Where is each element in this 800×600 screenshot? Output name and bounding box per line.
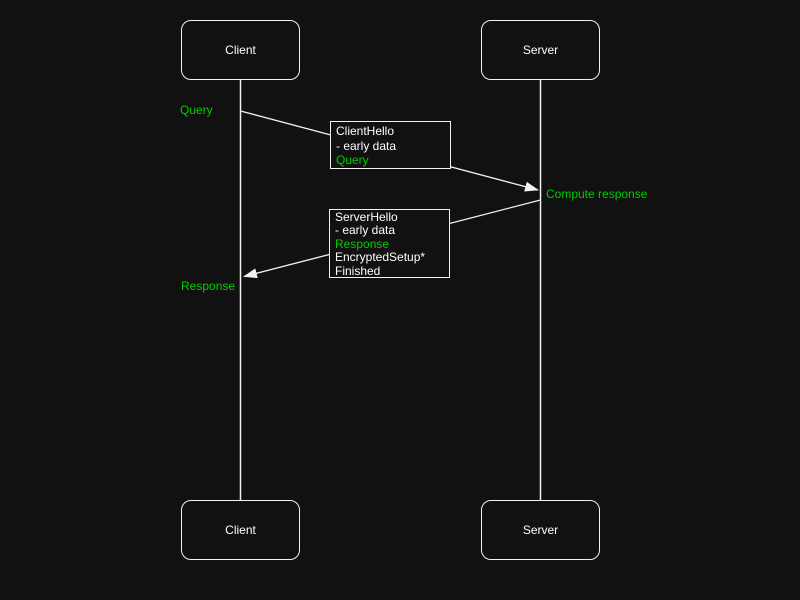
actor-server-bottom: Server — [481, 500, 600, 560]
message-line: - early data — [336, 138, 397, 153]
label-compute-response: Compute response — [546, 187, 648, 201]
label-query: Query — [180, 103, 213, 117]
message-line: EncryptedSetup* — [335, 250, 426, 265]
message-line: Response — [335, 236, 390, 251]
actor-label: Client — [225, 523, 256, 537]
message-line: - early data — [335, 223, 396, 238]
actor-label: Server — [522, 523, 559, 537]
message-clienthello-box: ClientHello - early data Query — [330, 121, 451, 169]
actor-label: Server — [522, 43, 559, 57]
message-line: ServerHello — [335, 210, 398, 224]
message-line: Finished — [335, 263, 381, 278]
message-line: Query — [336, 153, 369, 167]
actor-server-top: Server — [481, 20, 600, 80]
actor-client-top: Client — [181, 20, 300, 80]
actor-client-bottom: Client — [181, 500, 300, 560]
message-line: ClientHello — [336, 124, 395, 138]
actor-label: Client — [225, 43, 256, 57]
message-serverhello-box: ServerHello - early data Response Encryp… — [329, 209, 450, 278]
label-response: Response — [181, 279, 236, 293]
